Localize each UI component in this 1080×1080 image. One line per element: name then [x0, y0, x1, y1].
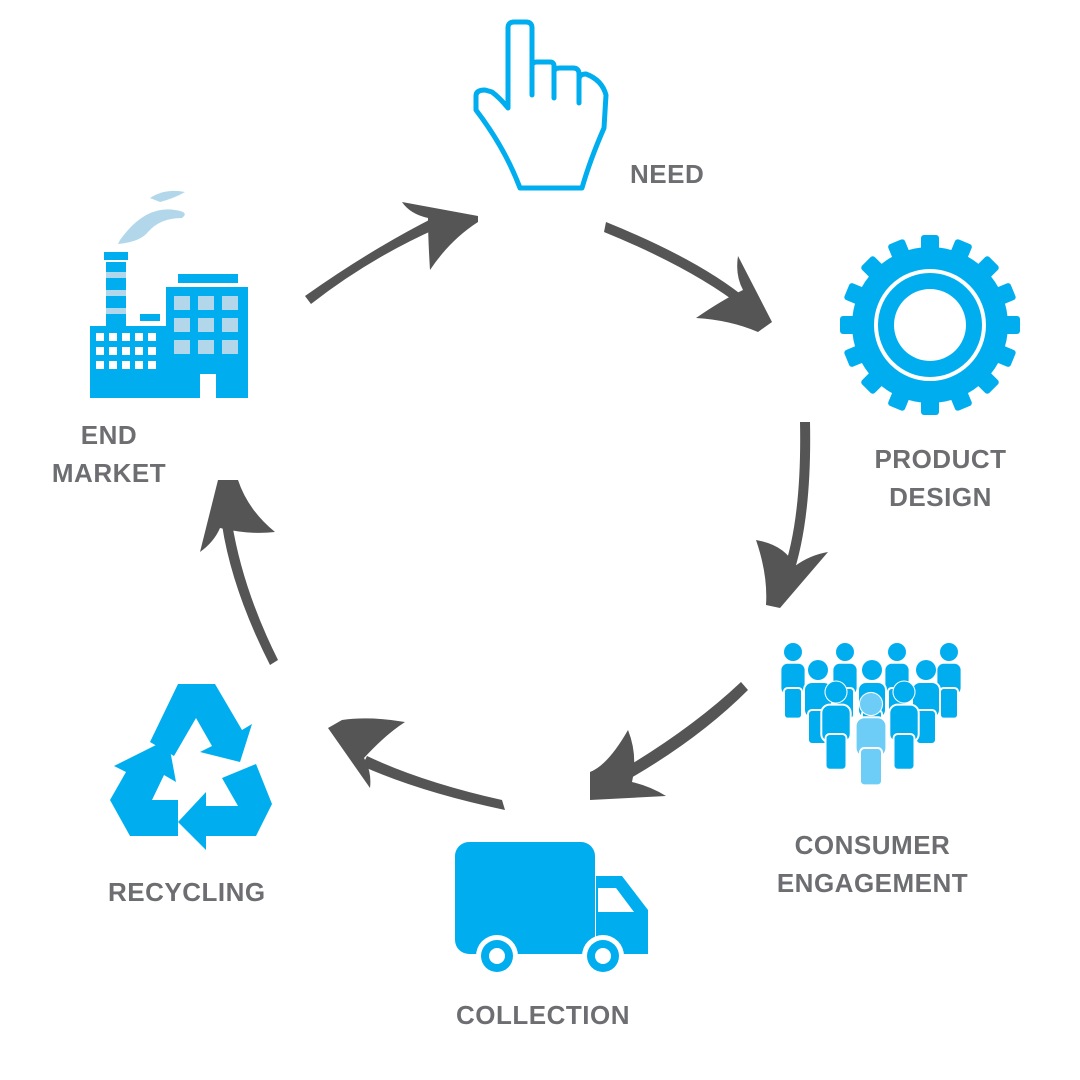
label-line: NEED: [630, 159, 705, 189]
label-line: CONSUMER: [794, 830, 951, 860]
label-line: ENGAGEMENT: [776, 868, 969, 898]
label-line: END: [80, 420, 138, 450]
label-line: RECYCLING: [108, 877, 266, 907]
stage-label-end-market: END MARKET: [46, 416, 172, 492]
cycle-arrows: [200, 202, 828, 810]
arrow-end-market-to-need: [305, 202, 478, 304]
arrow-need-to-product-design: [604, 222, 772, 332]
person-figure: [854, 691, 888, 787]
person-figure: [888, 680, 920, 771]
person-figure: [820, 680, 852, 771]
person-figure: [935, 642, 963, 720]
crowd-icon: [779, 642, 963, 787]
stage-label-recycling: RECYCLING: [108, 873, 266, 911]
arrow-recycling-to-end-market: [200, 480, 278, 665]
factory-icon: [90, 190, 248, 398]
truck-icon: [455, 842, 648, 977]
gear-icon: [840, 235, 1020, 415]
stage-label-consumer-engagement: CONSUMER ENGAGEMENT: [765, 826, 980, 902]
pointing-hand-icon: [473, 19, 609, 191]
stage-label-product-design: PRODUCT DESIGN: [868, 440, 1013, 516]
person-figure: [911, 659, 941, 745]
recycle-icon: [110, 684, 272, 850]
stage-label-collection: COLLECTION: [456, 996, 630, 1034]
label-line: COLLECTION: [456, 1000, 630, 1030]
stage-label-need: NEED: [630, 155, 704, 193]
label-line: MARKET: [51, 458, 167, 488]
person-figure: [779, 642, 807, 720]
arrow-consumer-to-collection: [590, 682, 748, 800]
arrow-product-design-to-consumer: [756, 422, 828, 608]
label-line: DESIGN: [889, 482, 992, 512]
arrow-collection-to-recycling: [328, 718, 505, 810]
label-line: PRODUCT: [874, 444, 1007, 474]
